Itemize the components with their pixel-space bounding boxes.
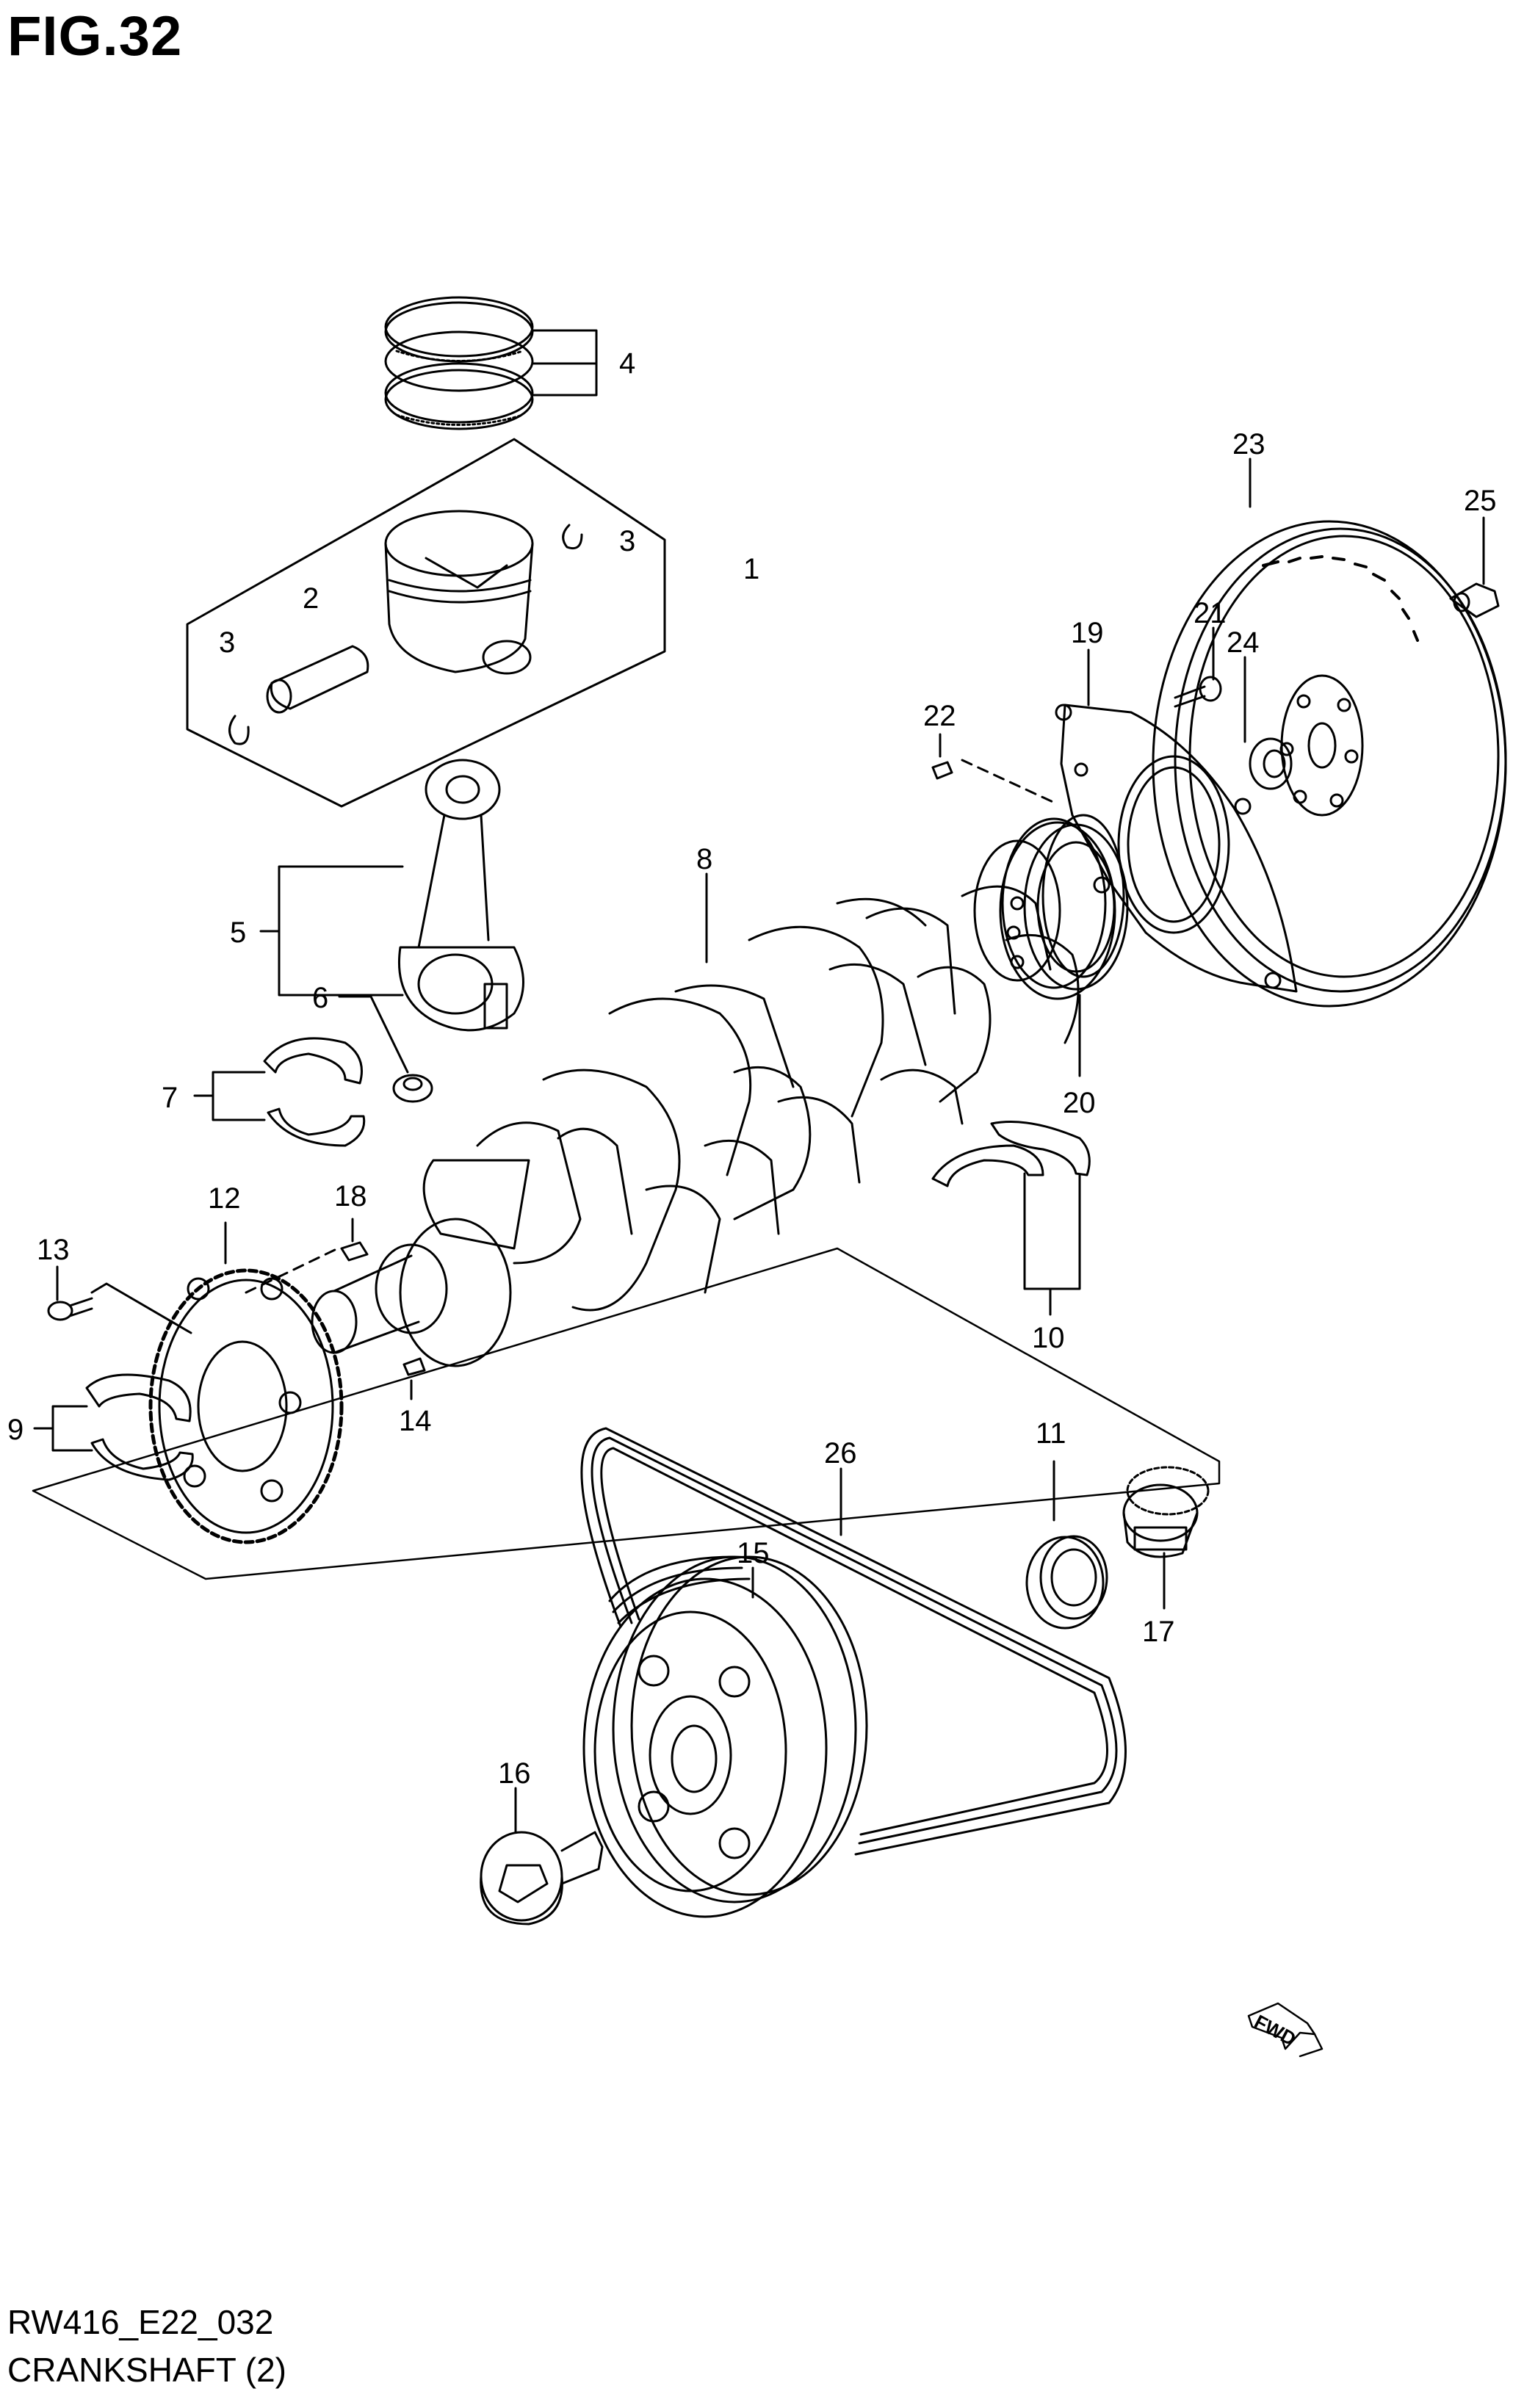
v-ribbed-belt [580, 1427, 1127, 1856]
piston-rings [384, 296, 534, 430]
callout-leader-13b [90, 1282, 192, 1334]
piston [384, 510, 534, 675]
oil-pump-drive-gear [1122, 1466, 1210, 1558]
front-oil-seal [1025, 1535, 1108, 1630]
flywheel-bolt-25 [1449, 582, 1500, 618]
callout-7: 7 [162, 1082, 178, 1114]
crank-timing-sprocket [148, 1268, 344, 1544]
callout-leader-9 [51, 1405, 93, 1452]
sprocket-bolt-13 [47, 1297, 93, 1321]
crank-pulley [582, 1555, 868, 1918]
fwd-label: FWD [1251, 2010, 1299, 2050]
piston-group-box [186, 438, 666, 808]
callout-18: 18 [334, 1180, 367, 1212]
callout-12: 12 [208, 1182, 241, 1215]
dowel-pin-22 [931, 761, 953, 780]
callout-20: 20 [1063, 1087, 1096, 1119]
callout-23: 23 [1232, 428, 1265, 460]
main-bearings [931, 1121, 1091, 1187]
callout-16: 16 [498, 1757, 531, 1790]
callout-6: 6 [312, 982, 328, 1014]
callout-19: 19 [1071, 617, 1104, 649]
callout-2: 2 [303, 582, 319, 615]
callout-leader-5 [278, 865, 404, 997]
diagram-code: RW416_E22_032 [7, 2303, 274, 2341]
rod-bearings [263, 1037, 366, 1147]
thrust-bearings-9 [85, 1373, 194, 1481]
rear-seal-housing [1055, 704, 1298, 993]
piston-pin [266, 645, 369, 714]
flywheel-bolt-21 [1174, 676, 1222, 708]
pulley-bolt [480, 1831, 604, 1926]
callout-25: 25 [1464, 485, 1497, 517]
callout-22: 22 [923, 700, 956, 732]
flywheel [1152, 520, 1507, 1008]
callout-1: 1 [743, 553, 759, 585]
callout-5: 5 [230, 916, 246, 949]
callout-leader-10 [1023, 1172, 1081, 1290]
crankshaft [311, 814, 1125, 1367]
figure-title: FIG.32 [7, 5, 183, 68]
callout-17: 17 [1142, 1616, 1175, 1648]
connecting-rod [397, 759, 524, 1032]
callout-8: 8 [696, 843, 712, 875]
callout-21: 21 [1194, 597, 1227, 629]
key-18 [340, 1241, 369, 1262]
rear-oil-seal [999, 821, 1129, 1000]
callout-14: 14 [399, 1405, 432, 1437]
forward-direction-arrow: FWD [1247, 2002, 1324, 2058]
callout-3-right: 3 [619, 525, 635, 557]
callout-24: 24 [1227, 626, 1260, 659]
diagram-name: CRANKSHAFT (2) [7, 2351, 286, 2389]
callout-labels: 1 2 3 3 4 5 6 7 8 9 10 11 12 13 14 15 16… [7, 347, 1497, 1790]
snap-ring-left [228, 715, 250, 745]
callout-4: 4 [619, 347, 635, 380]
key-14 [402, 1357, 426, 1376]
callout-leader-7 [212, 1071, 266, 1121]
rod-nut [392, 1074, 433, 1103]
crankshaft-group-box [32, 1247, 1221, 1580]
dashed-leader-22 [961, 759, 1059, 806]
callout-3-left: 3 [219, 626, 235, 659]
callout-9: 9 [7, 1414, 24, 1446]
callout-15: 15 [737, 1537, 770, 1569]
callout-26: 26 [824, 1437, 857, 1469]
callout-leader-6 [338, 995, 409, 1074]
pilot-bearing [1249, 737, 1293, 790]
callout-13: 13 [37, 1234, 70, 1266]
callout-11: 11 [1036, 1417, 1066, 1450]
dashed-crank-axis [245, 1247, 339, 1294]
snap-ring-right [562, 524, 583, 550]
callout-10: 10 [1032, 1322, 1065, 1354]
